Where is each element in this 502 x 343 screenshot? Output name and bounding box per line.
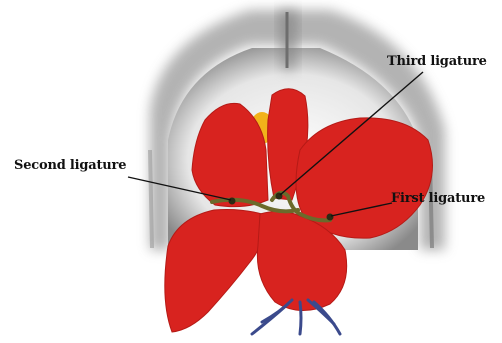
first-ligature-knot <box>327 214 334 221</box>
third-ligature-label: Third ligature <box>387 54 487 69</box>
second-ligature-label: Second ligature <box>14 158 126 173</box>
lobe-lower-left <box>165 210 264 333</box>
second-ligature-knot <box>229 198 236 205</box>
first-ligature-label: First ligature <box>391 191 485 206</box>
